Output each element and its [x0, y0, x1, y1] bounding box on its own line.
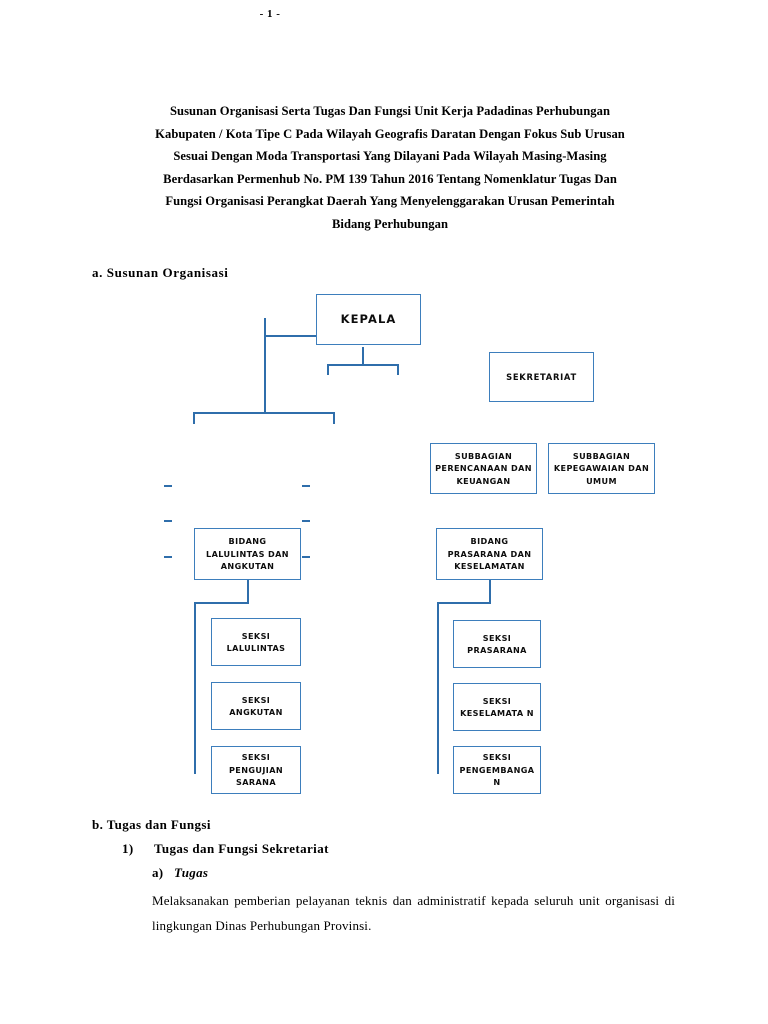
connector-kepala-inlet [264, 335, 334, 337]
dash-marker-right-1 [302, 485, 310, 487]
connector-right-bidang-stub [489, 580, 491, 604]
connector-left-rail-elbow [194, 602, 249, 604]
title-line-4: Berdasarkan Permenhub No. PM 139 Tahun 2… [163, 171, 617, 186]
connector-spread-left-stub [193, 412, 195, 424]
org-node-seksi-angkutan-label: SEKSI ANGKUTAN [229, 694, 283, 718]
org-node-subbagian-perencanaan[interactable]: SUBBAGIAN PERENCANAAN DAN KEUANGAN [430, 443, 537, 494]
section-heading-b1: 1) Tugas dan Fungsi Sekretariat [122, 841, 329, 857]
dash-marker-left-1 [164, 485, 172, 487]
section-heading-b: b. Tugas dan Fungsi [92, 817, 211, 832]
section-heading-b1a-number: a) [152, 865, 164, 880]
dash-marker-left-2 [164, 520, 172, 522]
org-node-sekretariat-label: SEKRETARIAT [506, 371, 577, 382]
section-heading-b1a: a) Tugas [152, 865, 208, 881]
connector-left-bidang-stub [247, 580, 249, 604]
connector-kepala-fork-bar [327, 364, 399, 366]
org-node-seksi-lalulintas-label: SEKSI LALULINTAS [226, 630, 286, 654]
title-line-5: Fungsi Organisasi Perangkat Daerah Yang … [165, 194, 615, 208]
connector-trunk-vertical [264, 318, 266, 414]
org-node-seksi-angkutan[interactable]: SEKSI ANGKUTAN [211, 682, 301, 730]
org-node-bidang-prasarana[interactable]: BIDANG PRASARANA DAN KESELAMATAN [436, 528, 543, 580]
org-node-subbagian-kepegawaian[interactable]: SUBBAGIAN KEPEGAWAIAN DAN UMUM [548, 443, 655, 494]
title-line-2: Kabupaten / Kota Tipe C Pada Wilayah Geo… [155, 126, 625, 141]
page-number: - 1 - [259, 8, 281, 20]
org-node-seksi-pengembangan-label: SEKSI PENGEMBANGA N [459, 752, 535, 788]
connector-kepala-fork-right-stub [397, 364, 399, 375]
connector-spread-right-stub [333, 412, 335, 424]
org-node-kepala[interactable]: KEPALA [316, 294, 421, 345]
connector-right-rail-elbow [437, 602, 491, 604]
org-node-subbagian-kepegawaian-label: SUBBAGIAN KEPEGAWAIAN DAN UMUM [553, 450, 650, 486]
section-body-b1a: Melaksanakan pemberian pelayanan teknis … [152, 893, 675, 933]
org-node-sekretariat[interactable]: SEKRETARIAT [489, 352, 594, 402]
section-heading-b1a-label: Tugas [174, 865, 209, 880]
section-heading-b1-label: Tugas dan Fungsi Sekretariat [154, 841, 329, 856]
org-node-bidang-prasarana-label: BIDANG PRASARANA DAN KESELAMATAN [447, 536, 532, 572]
org-node-kepala-label: KEPALA [340, 312, 397, 327]
connector-right-seksi-rail [437, 602, 439, 774]
connector-bidang-spread [193, 412, 335, 414]
page-title: Susunan Organisasi Serta Tugas Dan Fungs… [110, 100, 670, 235]
dash-marker-right-3 [302, 556, 310, 558]
dash-marker-right-2 [302, 520, 310, 522]
section-heading-b1-number: 1) [122, 841, 134, 856]
dash-marker-left-3 [164, 556, 172, 558]
connector-kepala-fork-stem [362, 347, 364, 365]
org-node-seksi-keselamatan[interactable]: SEKSI KESELAMATA N [453, 683, 541, 731]
section-heading-a: a. Susunan Organisasi [92, 265, 229, 280]
org-node-seksi-prasarana-label: SEKSI PRASARANA [467, 632, 527, 656]
title-line-6: Bidang Perhubungan [331, 216, 449, 231]
connector-left-seksi-rail [194, 602, 196, 774]
org-node-bidang-lalulintas[interactable]: BIDANG LALULINTAS DAN ANGKUTAN [194, 528, 301, 580]
org-node-seksi-lalulintas[interactable]: SEKSI LALULINTAS [211, 618, 301, 666]
org-node-bidang-lalulintas-label: BIDANG LALULINTAS DAN ANGKUTAN [206, 536, 289, 572]
title-line-3: Sesuai Dengan Moda Transportasi Yang Dil… [173, 149, 607, 163]
org-node-subbagian-perencanaan-label: SUBBAGIAN PERENCANAAN DAN KEUANGAN [435, 450, 532, 486]
org-node-seksi-pengembangan[interactable]: SEKSI PENGEMBANGA N [453, 746, 541, 794]
org-node-seksi-keselamatan-label: SEKSI KESELAMATA N [460, 695, 534, 719]
org-node-seksi-prasarana[interactable]: SEKSI PRASARANA [453, 620, 541, 668]
org-node-seksi-pengujian-sarana-label: SEKSI PENGUJIAN SARANA [228, 752, 284, 788]
org-node-seksi-pengujian-sarana[interactable]: SEKSI PENGUJIAN SARANA [211, 746, 301, 794]
connector-kepala-fork-left-stub [327, 364, 329, 375]
title-line-1: Susunan Organisasi Serta Tugas Dan Fungs… [169, 104, 611, 118]
